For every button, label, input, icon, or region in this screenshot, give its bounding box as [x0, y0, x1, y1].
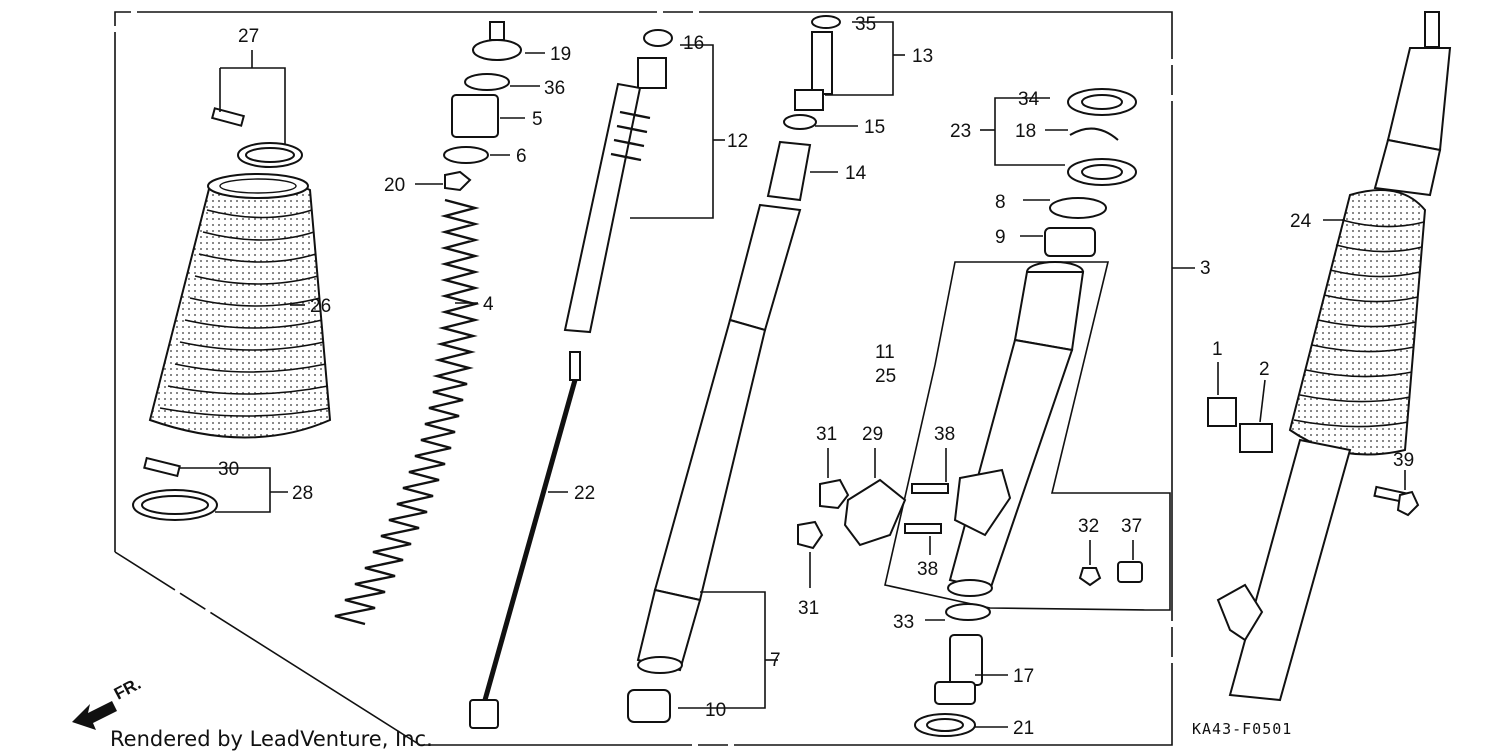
callout-2: 2 [1259, 359, 1270, 380]
bracket-1 [1207, 397, 1237, 427]
diagram-code: KA43-F0501 [1192, 720, 1292, 738]
callout-35: 35 [855, 14, 876, 35]
stud-38-upper [911, 483, 949, 494]
callout-25: 25 [875, 366, 896, 387]
washer-8 [1049, 197, 1107, 219]
callout-labels: 1 2 3 4 5 6 7 8 9 10 11 12 13 14 15 16 1… [218, 14, 1414, 739]
nut-31-upper [819, 478, 850, 510]
callout-27: 27 [238, 26, 259, 47]
outer-slider-11 [947, 261, 1085, 597]
cap-parts [443, 21, 522, 192]
callout-30: 30 [218, 459, 239, 480]
callout-26: 26 [310, 296, 331, 317]
callout-23: 23 [950, 121, 971, 142]
collar-5 [451, 94, 499, 138]
callout-5: 5 [532, 109, 543, 130]
callout-19: 19 [550, 44, 571, 65]
callout-38-upper: 38 [934, 424, 955, 445]
callout-7: 7 [770, 650, 781, 671]
callout-6: 6 [516, 146, 527, 167]
fork-boot-group [132, 107, 332, 521]
nut-31-lower [797, 520, 824, 550]
callout-38-lower: 38 [917, 559, 938, 580]
callout-14: 14 [845, 163, 867, 184]
rod-22 [469, 351, 581, 729]
cylinder-13-14 [766, 15, 841, 202]
assembled-fork [1207, 11, 1452, 702]
washer-33 [945, 603, 991, 621]
callout-3: 3 [1200, 258, 1211, 279]
callout-39: 39 [1393, 450, 1414, 471]
callout-10: 10 [705, 700, 726, 721]
callout-18: 18 [1015, 121, 1036, 142]
o-ring-36 [464, 73, 510, 91]
ring-15 [783, 114, 817, 130]
callout-36: 36 [544, 78, 565, 99]
bolt-37 [1117, 561, 1143, 583]
fork-spring-4 [334, 198, 480, 626]
axle-holder-group [797, 478, 1143, 587]
front-direction-arrow: FR. [72, 674, 144, 730]
bushing-10 [627, 689, 671, 723]
washer-6 [443, 146, 489, 164]
callout-9: 9 [995, 227, 1006, 248]
callout-22: 22 [574, 483, 595, 504]
nut-32 [1078, 567, 1102, 587]
callout-21: 21 [1013, 718, 1034, 739]
bolt-30 [143, 456, 181, 478]
cap-bolt-19 [489, 21, 505, 41]
callout-33: 33 [893, 612, 914, 633]
front-marker-text: FR. [111, 674, 144, 704]
stud-38-lower [904, 523, 942, 534]
center-bolt-17 [949, 634, 983, 686]
clip-18 [1069, 127, 1119, 141]
callout-29: 29 [862, 424, 883, 445]
callout-1: 1 [1212, 339, 1223, 360]
bracket-2 [1239, 423, 1273, 453]
bolt-27 [210, 107, 246, 127]
callout-31-upper: 31 [816, 424, 837, 445]
inner-tube-7 [627, 203, 802, 723]
credit-text: Rendered by LeadVenture, Inc. [110, 727, 433, 751]
callout-13: 13 [912, 46, 933, 67]
callout-32: 32 [1078, 516, 1099, 537]
callout-16: 16 [683, 33, 704, 54]
collar-14 [766, 140, 812, 202]
callout-4: 4 [483, 294, 494, 315]
bushing-9 [1044, 227, 1096, 257]
callout-37: 37 [1121, 516, 1142, 537]
callout-28: 28 [292, 483, 313, 504]
assembly-frame [114, 11, 1173, 746]
callout-15: 15 [864, 117, 885, 138]
nut-20 [444, 170, 472, 192]
fork-boot-26 [148, 177, 332, 439]
fork-seals-group [1044, 88, 1137, 257]
damper-rod-12 [563, 29, 673, 334]
callout-11: 11 [875, 342, 895, 363]
axle-holder-29 [843, 478, 907, 547]
callout-24: 24 [1290, 211, 1312, 232]
lower-parts [914, 603, 991, 737]
callout-12: 12 [727, 131, 748, 152]
callout-8: 8 [995, 192, 1006, 213]
callout-20: 20 [384, 175, 405, 196]
callout-31-lower: 31 [798, 598, 819, 619]
callout-34: 34 [1018, 89, 1040, 110]
callout-17: 17 [1013, 666, 1034, 687]
ring-35 [811, 15, 841, 29]
